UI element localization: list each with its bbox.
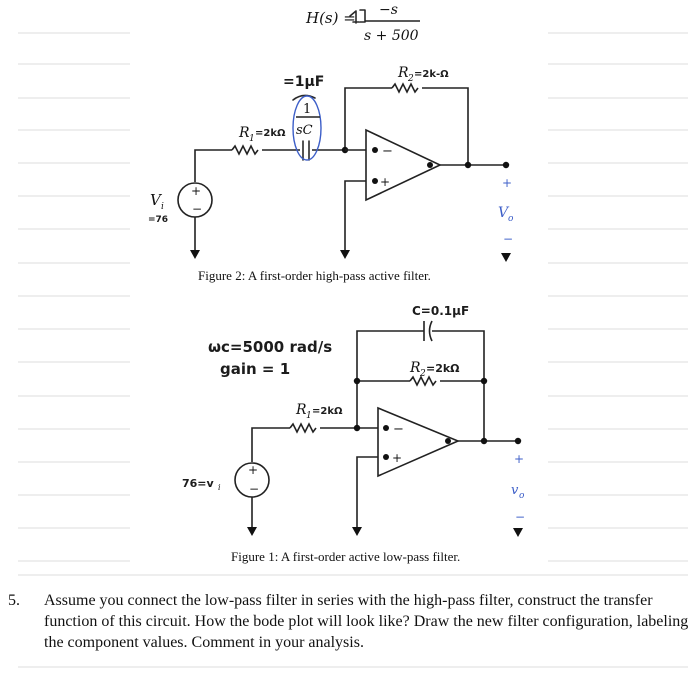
fig2-vo-label: V bbox=[498, 205, 510, 221]
fig2-opamp bbox=[365, 128, 442, 202]
fig1-opamp-plus: + bbox=[392, 451, 402, 465]
fig1-node-r2-left bbox=[353, 377, 361, 385]
question-number: 5. bbox=[8, 592, 20, 609]
fig2-out-pin bbox=[427, 162, 433, 168]
transfer-function: H(s) = −s s + 500 bbox=[305, 2, 420, 44]
tf-numerator: −s bbox=[379, 2, 398, 18]
fig2-cap-annotation-mark bbox=[292, 94, 316, 101]
fig2-opamp-minus: − bbox=[382, 144, 393, 159]
fig2-vi-label: V bbox=[150, 191, 163, 209]
fig2-vo-plus: + bbox=[502, 176, 512, 190]
fig2-capacitor bbox=[302, 140, 310, 161]
fig1-source-minus: − bbox=[249, 482, 259, 496]
fig1-r2-sub: 2 bbox=[419, 369, 426, 379]
fig2-cap-frac-den: sC bbox=[296, 123, 313, 138]
tf-denominator: s + 500 bbox=[364, 28, 419, 44]
fig1-wc-note: ωc=5000 rad/s bbox=[208, 338, 332, 356]
fig2-input-wire bbox=[194, 149, 232, 182]
fig2-blue-circle bbox=[292, 95, 322, 161]
fig1-r1-label: R bbox=[295, 402, 307, 418]
fig2-r2-label: R bbox=[397, 65, 409, 81]
fig2-source-ground-arrow bbox=[190, 250, 200, 259]
fig2-feedback-right-wire bbox=[422, 87, 469, 165]
fig2-r1-label: R bbox=[238, 125, 250, 141]
tf-scribble bbox=[349, 9, 366, 24]
fig1-source-ground-arrow bbox=[247, 527, 257, 536]
fig2-opamp-plus: + bbox=[380, 175, 390, 189]
fig1-output-terminal bbox=[514, 437, 522, 445]
fig2-output-terminal bbox=[502, 161, 510, 169]
fig1-opamp-minus: − bbox=[393, 422, 404, 437]
fig2-ground-wire bbox=[344, 180, 366, 250]
fig1-vo-plus: + bbox=[514, 452, 524, 466]
fig2-vo-sub: o bbox=[508, 214, 514, 224]
fig2-ground-arrow bbox=[340, 250, 350, 259]
fig2-caption: Figure 2: A first-order high-pass active… bbox=[198, 268, 431, 283]
fig1-node-out bbox=[480, 437, 488, 445]
fig2-r2-resistor bbox=[391, 82, 419, 94]
fig1-vo-label: v bbox=[511, 483, 519, 498]
fig1-vo-sub: o bbox=[519, 491, 525, 501]
fig1-node-inv bbox=[353, 424, 361, 432]
fig1-vi-sub: i bbox=[218, 483, 221, 492]
fig1-vi-label: 76=v bbox=[182, 477, 215, 490]
fig1-opamp bbox=[377, 406, 461, 478]
fig1-vo-minus: − bbox=[515, 510, 525, 524]
fig2-vo-minus: − bbox=[503, 232, 513, 246]
fig2-inv-pin bbox=[372, 147, 378, 153]
fig1-r2-resistor bbox=[409, 375, 437, 387]
fig1-noninv-pin bbox=[383, 454, 389, 460]
fig1-r1-resistor bbox=[289, 422, 317, 434]
fig1-input-wire bbox=[251, 427, 290, 462]
fig2-node-out bbox=[464, 161, 472, 169]
fig1-node-r2-right bbox=[480, 377, 488, 385]
fig1-caption: Figure 1: A first-order active low-pass … bbox=[231, 549, 460, 564]
fig2-vi-sub: i bbox=[161, 202, 164, 212]
fig1-ground-wire bbox=[356, 456, 378, 527]
fig1-capacitor-plate-right bbox=[428, 320, 433, 342]
fig1-r2-label: R bbox=[409, 360, 421, 376]
fig2-source-minus: − bbox=[192, 202, 202, 216]
fig2-r2-sub: 2 bbox=[407, 74, 414, 84]
fig2-cap-annotation: =1μF bbox=[283, 74, 324, 90]
fig2-vi-value: =76 bbox=[148, 215, 168, 225]
fig1-r1-value: =2kΩ bbox=[312, 406, 343, 417]
ruled-lines-right bbox=[548, 32, 688, 562]
fig1-cap-right-wire bbox=[432, 330, 485, 441]
ruled-lines-left bbox=[18, 32, 130, 562]
fig2-feedback-left-wire bbox=[344, 87, 392, 150]
tf-lhs: H(s) = bbox=[305, 9, 356, 27]
fig2-noninv-pin bbox=[372, 178, 378, 184]
fig1-out-pin bbox=[445, 438, 451, 444]
fig1-r2-value: =2kΩ bbox=[426, 362, 460, 375]
fig2-r1-sub: 1 bbox=[249, 134, 255, 144]
question-text: Assume you connect the low-pass filter i… bbox=[44, 592, 689, 651]
fig1-ground-arrow bbox=[352, 527, 362, 536]
fig1-gain-note: gain = 1 bbox=[220, 360, 290, 378]
fig2-r2-value: =2k-Ω bbox=[414, 69, 449, 80]
fig1-inv-pin bbox=[383, 425, 389, 431]
fig1-c-value: C=0.1μF bbox=[412, 304, 469, 318]
fig1-output-ground-arrow bbox=[513, 528, 523, 537]
fig2-r1-resistor bbox=[231, 144, 259, 156]
fig2-output-ground-arrow bbox=[501, 253, 511, 262]
figure-1-low-pass: − + + − C=0.1μF ωc=5000 rad/s gain = 1 R… bbox=[182, 304, 525, 564]
fig1-source-plus: + bbox=[248, 463, 258, 477]
question-block: 5. Assume you connect the low-pass filte… bbox=[8, 590, 690, 651]
fig2-r1-value: =2kΩ bbox=[255, 128, 286, 139]
fig2-source-plus: + bbox=[191, 184, 201, 198]
fig1-r1-sub: 1 bbox=[306, 411, 312, 421]
fig1-cap-left-wire bbox=[356, 330, 424, 428]
fig2-cap-frac-num: 1 bbox=[303, 102, 311, 117]
figure-2-high-pass: − + + − R 2 =2k-Ω =1μF R 1 =2kΩ 1 sC V i… bbox=[148, 65, 514, 283]
